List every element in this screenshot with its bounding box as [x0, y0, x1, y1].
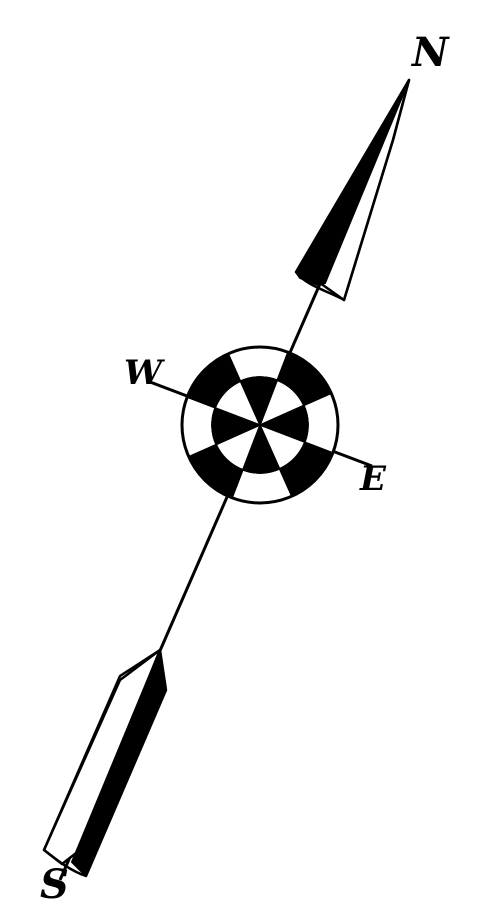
north-label: N	[410, 29, 450, 76]
south-label: S	[40, 861, 69, 908]
compass-rose	[182, 347, 338, 503]
east-label: E	[359, 459, 387, 499]
south-tail	[44, 650, 166, 876]
north-arrowhead	[296, 80, 409, 300]
west-label: W	[124, 353, 165, 393]
